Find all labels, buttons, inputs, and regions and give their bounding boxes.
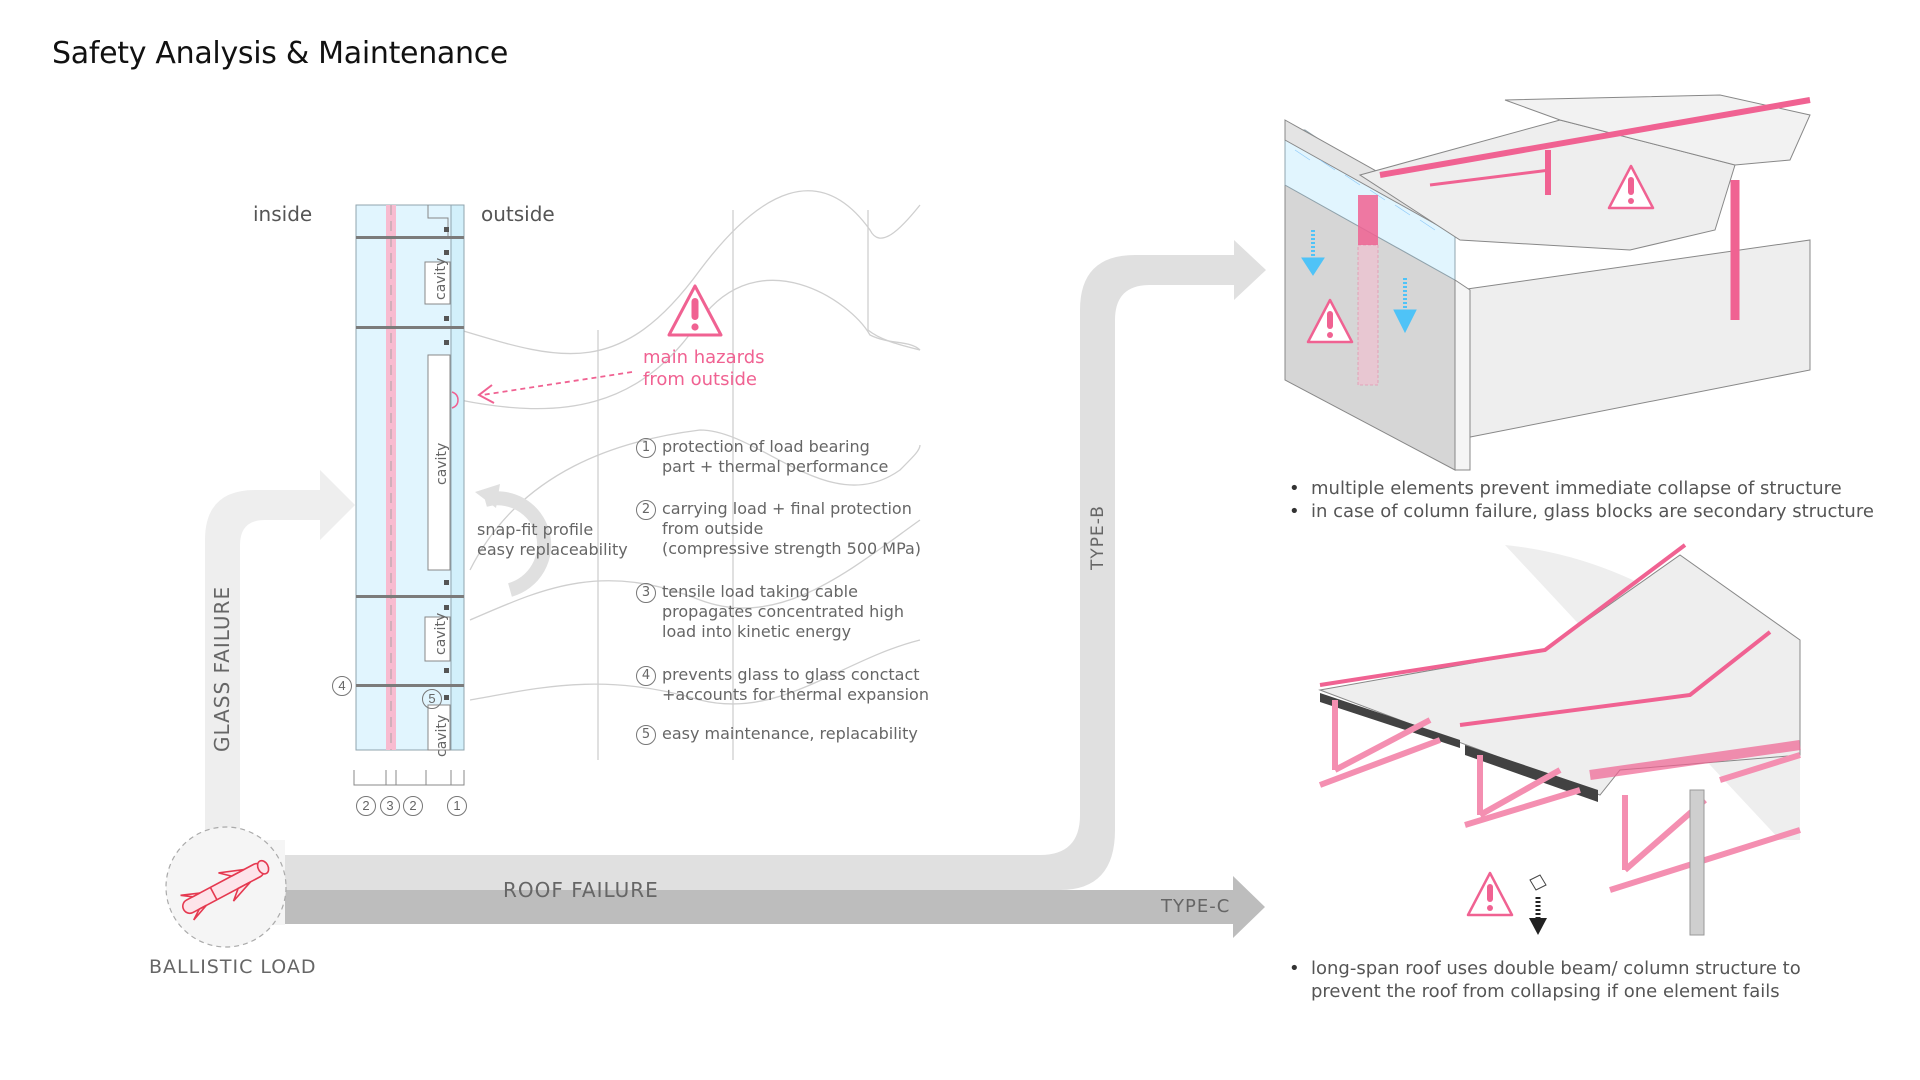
- type-c-illustration: [1318, 543, 1801, 936]
- hazard-line-1: main hazards: [643, 347, 765, 368]
- cavity-label: cavity: [434, 442, 450, 485]
- layer-marker: 2: [403, 796, 423, 816]
- type-c-notes: long-span roof uses double beam/ column …: [1289, 957, 1849, 1003]
- facade-section: [353, 204, 633, 786]
- legend-item-4: 4 prevents glass to glass conctact+accou…: [636, 665, 929, 705]
- type-c-label: TYPE-C: [1161, 896, 1231, 917]
- marker-4: 4: [332, 676, 352, 696]
- hazard-note: main hazards from outside: [643, 347, 765, 391]
- type-b-illustration: [1284, 94, 1811, 471]
- layer-marker: 1: [447, 796, 467, 816]
- snap-fit-note: snap-fit profile easy replaceability: [477, 520, 628, 560]
- cavity-label: cavity: [433, 257, 449, 300]
- type-b-label: TYPE-B: [1088, 505, 1108, 570]
- missile-icon: [180, 859, 270, 921]
- layer-marker: 3: [380, 796, 400, 816]
- type-b-note: in case of column failure, glass blocks …: [1289, 500, 1874, 523]
- type-c-arrow: [282, 876, 1265, 938]
- type-c-note: long-span roof uses double beam/ column …: [1289, 957, 1849, 1003]
- inside-label: inside: [253, 202, 313, 226]
- page-title: Safety Analysis & Maintenance: [52, 36, 509, 71]
- type-b-notes: multiple elements prevent immediate coll…: [1289, 477, 1874, 523]
- ballistic-load-label: BALLISTIC LOAD: [149, 956, 317, 978]
- ballistic-origin: [165, 826, 287, 948]
- legend-item-5: 5 easy maintenance, replacability: [636, 724, 918, 745]
- snap-fit-line-2: easy replaceability: [477, 540, 628, 559]
- layer-marker: 2: [356, 796, 376, 816]
- roof-failure-label: ROOF FAILURE: [503, 878, 659, 902]
- snap-fit-line-1: snap-fit profile: [477, 520, 594, 539]
- cavity-label: cavity: [434, 714, 450, 757]
- hazard-line-2: from outside: [643, 369, 757, 390]
- type-b-note: multiple elements prevent immediate coll…: [1289, 477, 1874, 500]
- cavity-label: cavity: [433, 612, 449, 655]
- warning-triangle-icon: [667, 284, 723, 337]
- glass-failure-label: GLASS FAILURE: [210, 585, 234, 752]
- outside-label: outside: [481, 202, 555, 226]
- marker-5: 5: [422, 689, 442, 709]
- guide-curves: [459, 190, 921, 760]
